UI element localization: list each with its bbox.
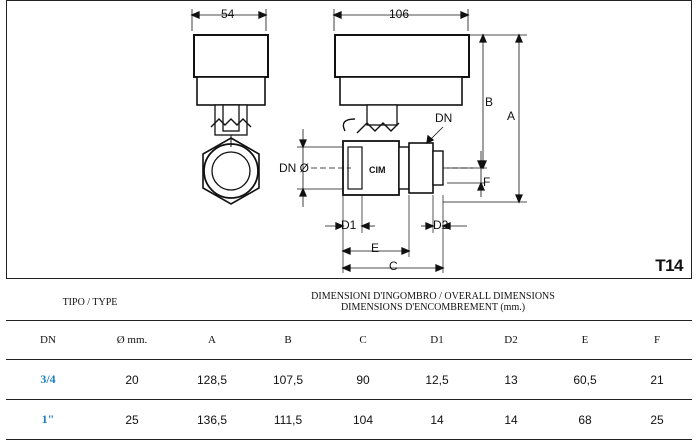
column-header-d1: D1 (400, 320, 474, 360)
front-view: CIM (297, 9, 527, 273)
dim-label-c: C (389, 259, 398, 273)
column-header-diameter: Ø mm. (90, 320, 174, 360)
sheet-code: T14 (655, 256, 683, 275)
cell-c: 90 (326, 359, 400, 400)
cell-dn: 3/4 (6, 359, 90, 400)
dimensions-table: TIPO / TYPE DIMENSIONI D'INGOMBRO / OVER… (6, 284, 692, 440)
cell-e: 60,5 (548, 359, 622, 400)
cell-a: 128,5 (174, 359, 250, 400)
table-row: 3/4 20 128,5 107,5 90 12,5 13 60,5 21 (6, 359, 692, 400)
type-header: TIPO / TYPE (6, 284, 174, 321)
table-row: 1" 25 136,5 111,5 104 14 14 68 25 (6, 399, 692, 440)
dimensions-header-line-1: DIMENSIONI D'INGOMBRO / OVERALL DIMENSIO… (311, 291, 555, 302)
dimensions-header: DIMENSIONI D'INGOMBRO / OVERALL DIMENSIO… (174, 284, 692, 321)
column-header-f: F (622, 320, 692, 360)
valve-drawing-svg: CIM (190, 9, 527, 273)
cell-f: 25 (622, 399, 692, 440)
cell-c: 104 (326, 399, 400, 440)
technical-drawing: CIM (6, 0, 692, 279)
column-header-dn: DN (6, 320, 90, 360)
cell-d2: 14 (474, 399, 548, 440)
column-header-e: E (548, 320, 622, 360)
dim-label-dn-diameter: DN Ø (279, 161, 309, 175)
dim-label-d2: D2 (433, 218, 449, 232)
dim-label-a: A (507, 109, 516, 123)
side-view (190, 9, 269, 205)
dim-label-b: B (485, 95, 494, 109)
cell-f: 21 (622, 359, 692, 400)
cell-d2: 13 (474, 359, 548, 400)
dim-label-dn: DN (435, 111, 453, 125)
dim-label-f: F (483, 175, 491, 189)
dim-label-front-width: 106 (389, 7, 410, 21)
column-header-d2: D2 (474, 320, 548, 360)
cell-b: 107,5 (250, 359, 326, 400)
table-header-group: TIPO / TYPE DIMENSIONI D'INGOMBRO / OVER… (6, 284, 692, 321)
cell-e: 68 (548, 399, 622, 440)
cell-d1: 12,5 (400, 359, 474, 400)
cell-diameter: 20 (90, 359, 174, 400)
column-header-c: C (326, 320, 400, 360)
column-header-a: A (174, 320, 250, 360)
svg-text:CIM: CIM (369, 165, 386, 175)
dim-label-d1: D1 (341, 218, 357, 232)
column-header-b: B (250, 320, 326, 360)
column-header-row: DN Ø mm. A B C D1 D2 E F (6, 320, 692, 360)
dim-label-side-width: 54 (221, 7, 235, 21)
cell-diameter: 25 (90, 399, 174, 440)
cell-b: 111,5 (250, 399, 326, 440)
cell-dn: 1" (6, 399, 90, 440)
cell-a: 136,5 (174, 399, 250, 440)
dim-label-e: E (371, 241, 380, 255)
cell-d1: 14 (400, 399, 474, 440)
dimensions-header-line-2: DIMENSIONS D'ENCOMBREMENT (mm.) (340, 302, 526, 313)
